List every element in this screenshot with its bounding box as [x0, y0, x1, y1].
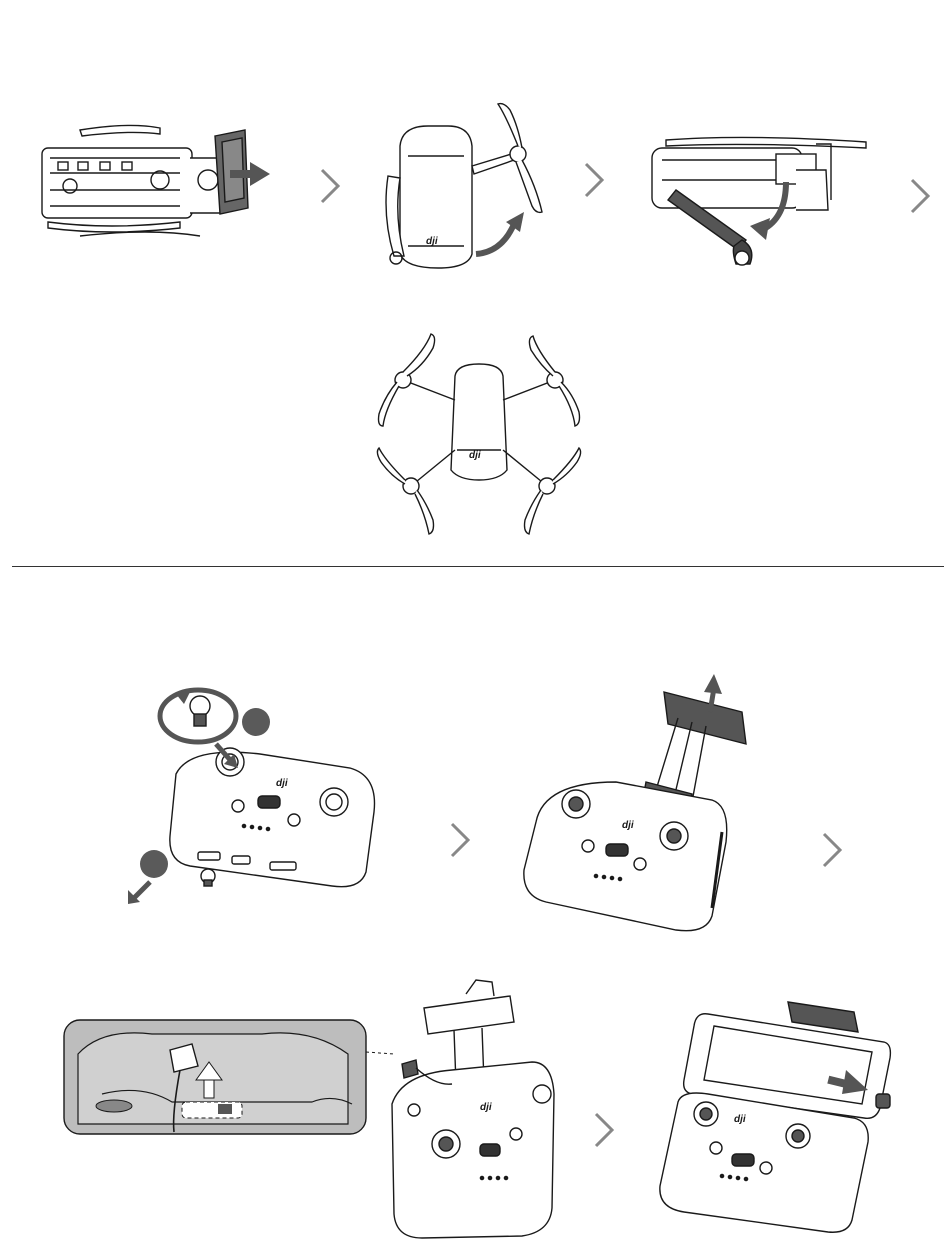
step-aircraft-unfolded: dji [375, 330, 585, 540]
chevron-right-icon [908, 176, 932, 216]
brand-logo-text: dji [622, 820, 634, 831]
brand-logo-text: dji [480, 1102, 492, 1113]
step-remove-gimbal-protector [30, 118, 290, 248]
aircraft-side-illustration [30, 118, 290, 248]
section-divider [12, 566, 944, 567]
aircraft-front-arm-illustration: dji [378, 96, 558, 276]
aircraft-top-illustration: dji [375, 330, 585, 540]
chevron-right-icon [592, 1110, 616, 1150]
step-attach-control-sticks: dji [120, 676, 400, 906]
callout-badge [242, 708, 270, 736]
rc-cable-illustration: dji [62, 974, 562, 1244]
chevron-right-icon [318, 166, 342, 206]
rc-holder-illustration: dji [516, 672, 756, 942]
brand-logo-text: dji [426, 236, 438, 247]
step-extend-phone-holder: dji [516, 672, 756, 942]
rc-sticks-illustration: dji [120, 676, 400, 906]
step-unfold-rear-arms [646, 130, 876, 280]
brand-logo-text: dji [469, 450, 481, 461]
rotate-icon [476, 212, 524, 254]
chevron-right-icon [582, 160, 606, 200]
chevron-right-icon [448, 820, 472, 860]
rc-phone-illustration: dji [648, 998, 898, 1238]
step-unfold-front-arms: dji [378, 96, 558, 276]
callout-badge [140, 850, 168, 878]
step-connect-rc-cable: dji [62, 974, 562, 1244]
brand-logo-text: dji [734, 1114, 746, 1125]
aircraft-rear-arm-illustration [646, 130, 876, 280]
brand-logo-text: dji [276, 778, 288, 789]
step-place-mobile-device: dji [648, 998, 898, 1238]
chevron-right-icon [820, 830, 844, 870]
